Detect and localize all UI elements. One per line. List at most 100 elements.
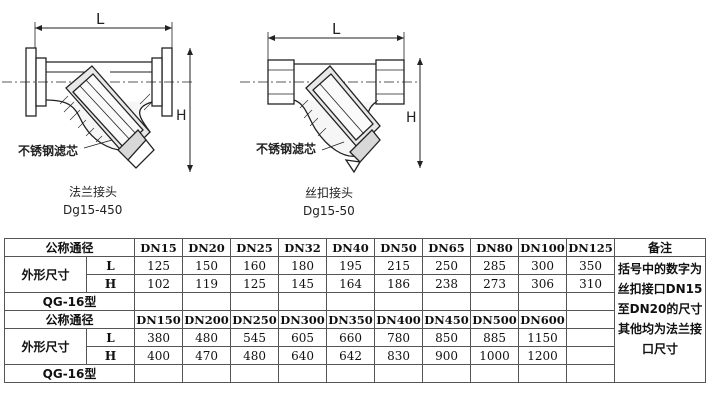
strainer-drawings xyxy=(2,22,423,174)
empty-cell xyxy=(134,292,184,311)
right-dim-l: L xyxy=(332,20,341,38)
empty-cell xyxy=(422,292,472,311)
note-text: 括号中的数字为丝扣接口DN15至DN20的尺寸其他均为法兰接口尺寸 xyxy=(614,256,707,383)
size-label: 外形尺寸 xyxy=(4,328,87,365)
l-cell xyxy=(566,328,616,347)
empty-cell xyxy=(566,364,616,383)
size-cell: DN65 xyxy=(422,238,472,257)
size-cell: DN40 xyxy=(326,238,376,257)
nominal-label: 公称通径 xyxy=(3,310,136,329)
size-cell: DN200 xyxy=(182,310,232,329)
size-cell: DN32 xyxy=(278,238,328,257)
row-h-label: H xyxy=(85,346,136,365)
left-caption-range: Dg15-450 xyxy=(63,203,123,217)
empty-cell xyxy=(326,292,376,311)
h-cell: 238 xyxy=(422,274,472,293)
right-caption-range: Dg15-50 xyxy=(303,204,355,218)
h-cell: 1000 xyxy=(470,346,520,365)
right-dim-h: H xyxy=(406,110,417,126)
h-cell: 1200 xyxy=(518,346,568,365)
l-row-1: 外形尺寸 L 125 150 160 180 195 215 250 285 3… xyxy=(4,256,707,383)
h-cell: 480 xyxy=(230,346,280,365)
size-row-1: 公称通径 DN15 DN20 DN25 DN32 DN40 DN50 DN65 … xyxy=(3,238,707,257)
left-dim-l: L xyxy=(96,10,105,28)
l-cell: 160 xyxy=(230,256,280,275)
model-label: QG-16型 xyxy=(3,292,136,311)
model-row-1: QG-16型 xyxy=(3,292,706,311)
h-cell: 470 xyxy=(182,346,232,365)
l-cell: 300 xyxy=(518,256,568,275)
empty-cell xyxy=(566,292,616,311)
l-cell: 780 xyxy=(374,328,424,347)
threaded-strainer-drawing xyxy=(240,32,423,174)
h-cell: 164 xyxy=(326,274,376,293)
h-cell: 306 xyxy=(518,274,568,293)
l-cell: 195 xyxy=(326,256,376,275)
empty-cell xyxy=(470,292,520,311)
l-cell: 250 xyxy=(422,256,472,275)
h-cell: 900 xyxy=(422,346,472,365)
h-cell xyxy=(566,346,616,365)
size-cell xyxy=(566,310,616,329)
size-cell: DN300 xyxy=(278,310,328,329)
l-cell: 660 xyxy=(326,328,376,347)
l-row-2: 外形尺寸 L 380 480 545 605 660 780 850 885 1… xyxy=(4,328,706,365)
row-l-label: L xyxy=(85,328,136,347)
size-cell: DN80 xyxy=(470,238,520,257)
l-cell: 215 xyxy=(374,256,424,275)
size-cell: DN25 xyxy=(230,238,280,257)
empty-cell xyxy=(182,364,232,383)
l-cell: 380 xyxy=(134,328,184,347)
note-header: 备注 xyxy=(614,238,707,257)
h-cell: 102 xyxy=(134,274,184,293)
size-cell: DN125 xyxy=(566,238,616,257)
empty-cell xyxy=(374,292,424,311)
left-caption-title: 法兰接头 xyxy=(69,185,118,199)
right-caption-title: 丝扣接头 xyxy=(305,186,354,200)
size-cell: DN400 xyxy=(374,310,424,329)
l-cell: 180 xyxy=(278,256,328,275)
empty-cell xyxy=(134,364,184,383)
size-cell: DN20 xyxy=(182,238,232,257)
h-cell: 640 xyxy=(278,346,328,365)
l-cell: 480 xyxy=(182,328,232,347)
nominal-label: 公称通径 xyxy=(3,238,136,257)
l-cell: 1150 xyxy=(518,328,568,347)
empty-cell xyxy=(278,364,328,383)
l-cell: 885 xyxy=(470,328,520,347)
size-cell: DN500 xyxy=(470,310,520,329)
h-cell: 400 xyxy=(134,346,184,365)
empty-cell xyxy=(182,292,232,311)
h-cell: 310 xyxy=(566,274,616,293)
empty-cell xyxy=(326,364,376,383)
l-cell: 350 xyxy=(566,256,616,275)
l-cell: 850 xyxy=(422,328,472,347)
left-dim-h: H xyxy=(176,108,187,124)
h-row-2: H 400 470 480 640 642 830 900 1000 1200 xyxy=(5,346,706,365)
h-cell: 642 xyxy=(326,346,376,365)
row-l-label: L xyxy=(85,256,136,275)
model-row-2: QG-16型 xyxy=(3,364,706,383)
empty-cell xyxy=(230,292,280,311)
h-cell: 186 xyxy=(374,274,424,293)
empty-cell xyxy=(470,364,520,383)
dimension-table: 公称通径 DN15 DN20 DN25 DN32 DN40 DN50 DN65 … xyxy=(3,238,707,383)
empty-cell xyxy=(230,364,280,383)
l-cell: 605 xyxy=(278,328,328,347)
l-cell: 545 xyxy=(230,328,280,347)
model-label: QG-16型 xyxy=(3,364,136,383)
empty-cell xyxy=(422,364,472,383)
h-cell: 125 xyxy=(230,274,280,293)
h-cell: 273 xyxy=(470,274,520,293)
empty-cell xyxy=(374,364,424,383)
empty-cell xyxy=(278,292,328,311)
empty-cell xyxy=(518,292,568,311)
h-cell: 119 xyxy=(182,274,232,293)
size-cell: DN450 xyxy=(422,310,472,329)
left-callout: 不锈钢滤芯 xyxy=(18,144,79,158)
size-cell: DN150 xyxy=(134,310,184,329)
size-label: 外形尺寸 xyxy=(4,256,87,293)
right-callout: 不锈钢滤芯 xyxy=(256,142,317,156)
h-cell: 830 xyxy=(374,346,424,365)
l-cell: 125 xyxy=(134,256,184,275)
